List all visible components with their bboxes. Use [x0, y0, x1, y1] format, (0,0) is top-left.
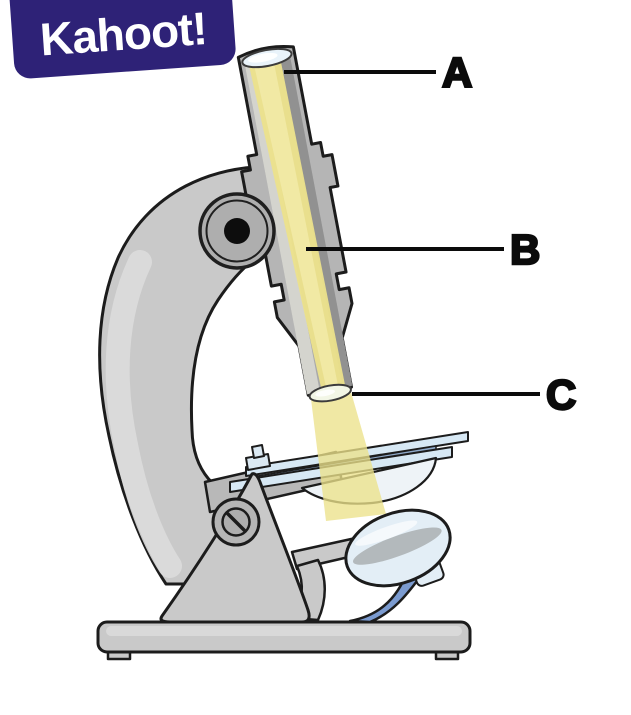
objective-lens-glint: [315, 389, 336, 397]
base-highlight: [106, 626, 462, 636]
pivot-foot: [159, 472, 311, 624]
tube-assembly: [236, 44, 354, 403]
pivot-screw-slot: [225, 511, 247, 533]
tube-interior-shadow: [279, 51, 353, 388]
tube-interior-highlight: [243, 57, 320, 395]
arm-highlight: [105, 250, 182, 578]
mirror-reflective-band: [353, 527, 442, 565]
label-c: C: [546, 371, 576, 418]
stage-clip-tab: [251, 444, 265, 459]
light-beam-core: [253, 60, 338, 388]
kahoot-badge-background: [9, 0, 236, 79]
light-beam-lower: [311, 392, 386, 521]
mirror-glint: [355, 520, 418, 546]
label-b: B: [510, 226, 540, 273]
kahoot-logo-text: Kahoot!: [38, 2, 208, 66]
microscope-arm: [98, 164, 302, 586]
label-a: A: [442, 49, 472, 96]
kahoot-badge: Kahoot!: [9, 0, 236, 79]
mirror: [344, 508, 452, 588]
eyepiece-lens-glint: [248, 52, 278, 63]
focus-knob-ring: [205, 199, 269, 263]
focus-knob-center: [224, 218, 250, 244]
